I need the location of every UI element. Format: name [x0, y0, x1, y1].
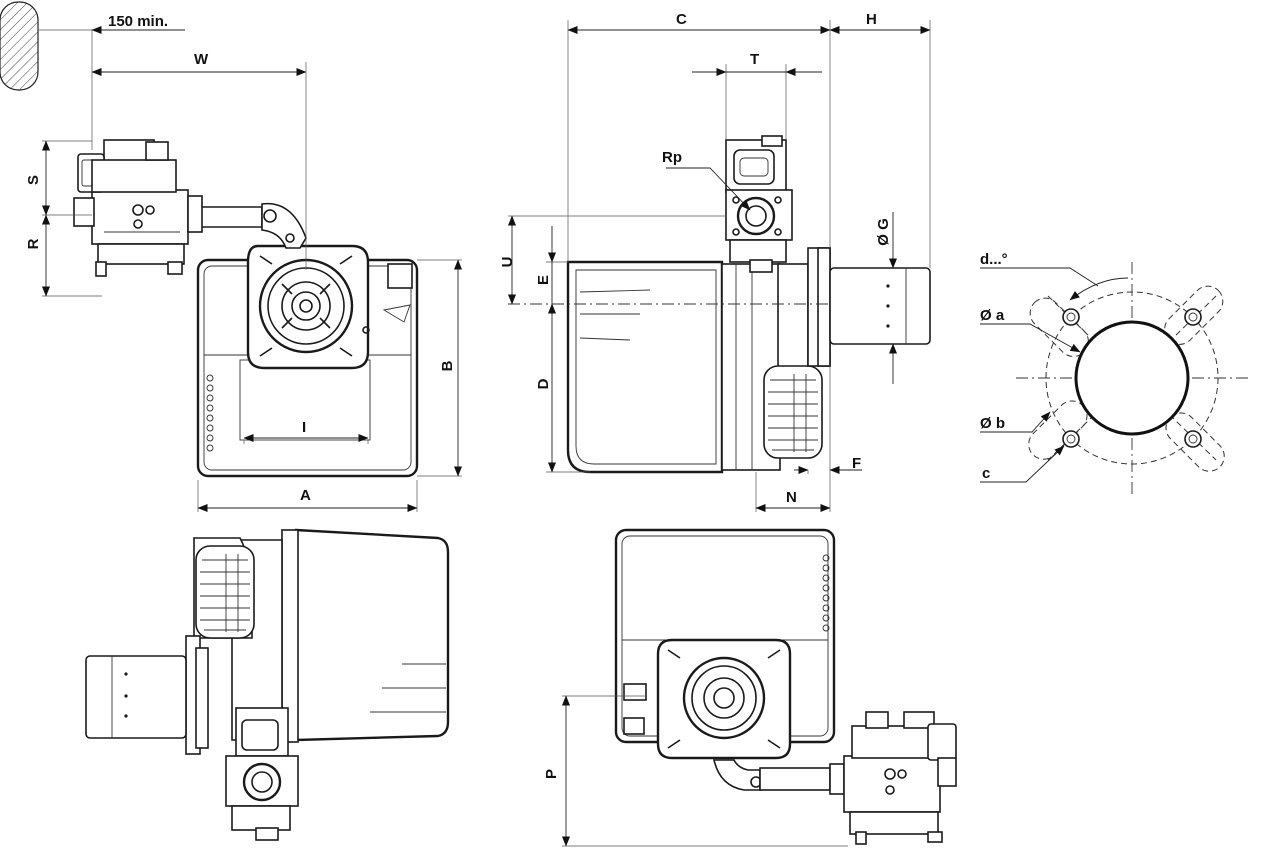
label-s: S: [25, 175, 42, 185]
tube-opening: [1074, 320, 1190, 436]
top-left-view: [0, 1, 419, 478]
combustion-tube: [829, 267, 931, 345]
label-i: I: [302, 419, 306, 436]
top-middle-view: [566, 135, 931, 474]
label-e: E: [535, 275, 552, 285]
label-diameter-a: Ø a: [980, 307, 1005, 324]
label-t: T: [750, 51, 759, 68]
burner-cover: [566, 260, 724, 474]
label-n: N: [786, 489, 797, 506]
gas-valve-body: [91, 189, 189, 245]
label-w: W: [194, 51, 209, 68]
label-diameter-b: Ø b: [980, 415, 1005, 432]
label-d-degrees: d...°: [980, 251, 1008, 268]
bolt-circle: [1045, 291, 1219, 465]
bolt-holes: [1062, 308, 1202, 448]
label-c-holes: c: [982, 465, 990, 482]
label-f: F: [852, 455, 861, 472]
wall-hatch: [0, 1, 39, 91]
burner-head-ring: [258, 258, 354, 354]
label-u: U: [499, 257, 516, 268]
label-h: H: [866, 11, 877, 28]
label-c: C: [676, 11, 687, 28]
dims-top-middle: [508, 20, 931, 512]
combustion-tube-side: [85, 655, 187, 739]
label-b: B: [439, 360, 456, 371]
gas-valve-body-bottom: [843, 755, 941, 813]
flange-hole-pattern: [980, 262, 1248, 496]
label-a: A: [300, 487, 311, 504]
label-d: D: [535, 378, 552, 389]
dims-top-left: [38, 26, 462, 512]
label-r: R: [25, 238, 42, 249]
bottom-left-view: [85, 528, 450, 841]
bottom-middle-view: [562, 528, 957, 847]
dimension-labels: 150 min. W S R A B I C H T Rp Ø G U E D …: [25, 11, 1008, 779]
label-rp: Rp: [662, 149, 682, 166]
label-g: Ø G: [875, 218, 892, 246]
label-150-min: 150 min.: [108, 13, 168, 30]
label-p: P: [543, 769, 560, 779]
